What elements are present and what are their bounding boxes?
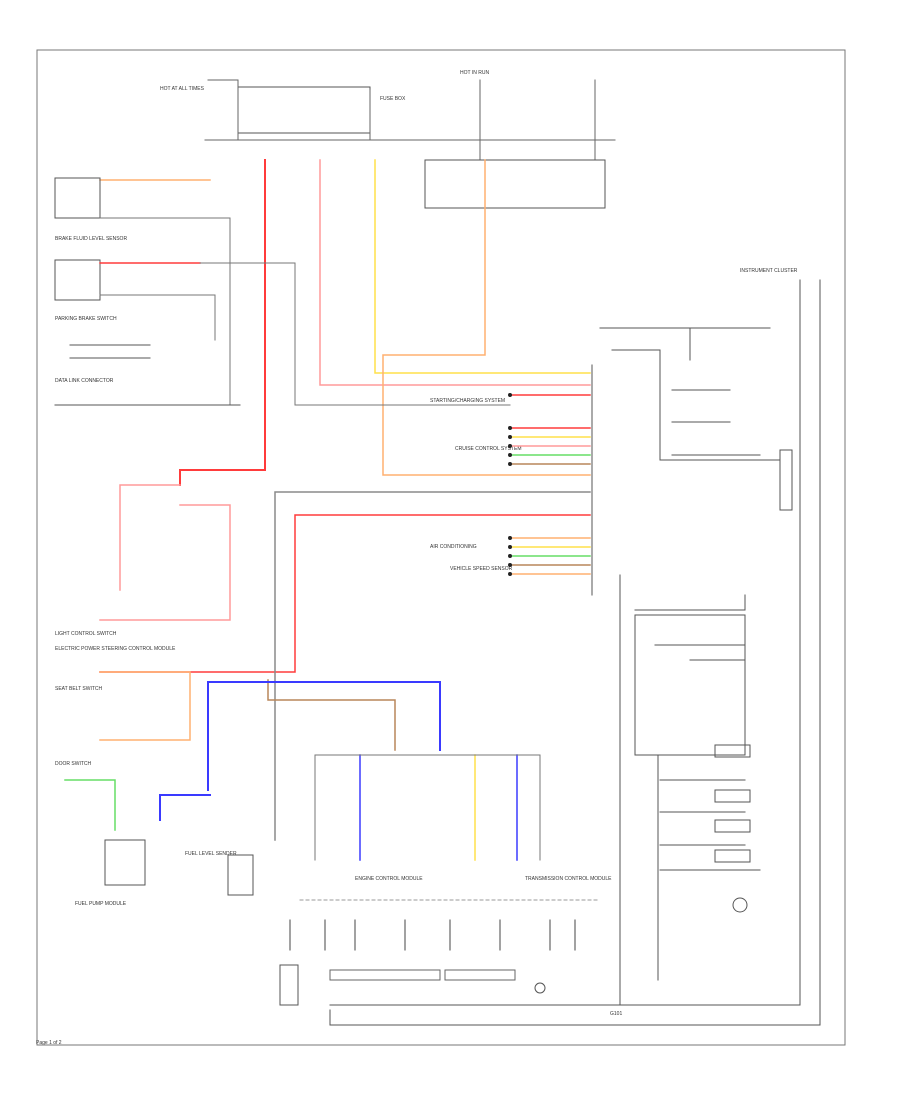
right-cluster: INSTRUMENT CLUSTER <box>599 268 798 1006</box>
wire-red-horizontal <box>99 514 591 673</box>
footer-label: Page 1 of 2 <box>36 1040 62 1046</box>
fuel-pump-label: FUEL PUMP MODULE <box>75 901 127 907</box>
wire-orange-low <box>99 671 191 741</box>
top-fuse-box: HOT AT ALL TIMES FUSE BOX HOT IN RUN <box>160 70 616 209</box>
wire-green <box>64 779 116 831</box>
fuel-pump-box <box>104 839 146 886</box>
left-switch-group: BRAKE FLUID LEVEL SENSOR PARKING BRAKE S… <box>54 177 511 406</box>
wire-gray-center <box>274 491 591 841</box>
top-right-header: HOT IN RUN <box>460 70 489 76</box>
center-module-label: ENGINE CONTROL MODULE <box>355 876 423 882</box>
left-mid4-label: DOOR SWITCH <box>55 761 91 767</box>
top-fuse-header: HOT AT ALL TIMES <box>160 86 205 92</box>
center-module-bus <box>314 754 541 861</box>
wire-pink-1 <box>319 159 591 386</box>
wire-blue-1 <box>207 681 441 791</box>
wire-red-main <box>179 159 266 486</box>
wire-pink-left <box>119 484 181 591</box>
switch2-label: PARKING BRAKE SWITCH <box>55 316 117 322</box>
connector-column: STARTING/CHARGING SYSTEM CRUISE CONTROL … <box>430 364 593 596</box>
ground-label: G101 <box>610 1011 622 1017</box>
wire-brown <box>267 679 396 751</box>
row-center4-label: VEHICLE SPEED SENSOR <box>450 566 513 572</box>
row-center1-label: STARTING/CHARGING SYSTEM <box>430 398 505 404</box>
dlc-label: DATA LINK CONNECTOR <box>55 378 114 384</box>
wire-blue-2 <box>159 794 211 821</box>
fuel-sender-box <box>227 854 254 896</box>
row-center3-label: AIR CONDITIONING <box>430 544 477 550</box>
wire-orange-1 <box>382 159 591 476</box>
diagram-border <box>36 49 846 1046</box>
fuel-sender-label: FUEL LEVEL SENDER <box>185 851 237 857</box>
wire-yellow-1 <box>374 159 591 374</box>
switch1-label: BRAKE FLUID LEVEL SENSOR <box>55 236 127 242</box>
right-bottom-module-label: TRANSMISSION CONTROL MODULE <box>525 876 612 882</box>
left-mid3-label: SEAT BELT SWITCH <box>55 686 103 692</box>
top-fuse-center: FUSE BOX <box>380 96 406 102</box>
wire-pink-left2 <box>99 504 231 621</box>
bottom-connector-block: G101 <box>279 279 821 1026</box>
row-center2-label: CRUISE CONTROL SYSTEM <box>455 446 522 452</box>
left-mid2-label: ELECTRIC POWER STEERING CONTROL MODULE <box>55 646 176 652</box>
left-mid1-label: LIGHT CONTROL SWITCH <box>55 631 117 637</box>
right-module-label: INSTRUMENT CLUSTER <box>740 268 798 274</box>
